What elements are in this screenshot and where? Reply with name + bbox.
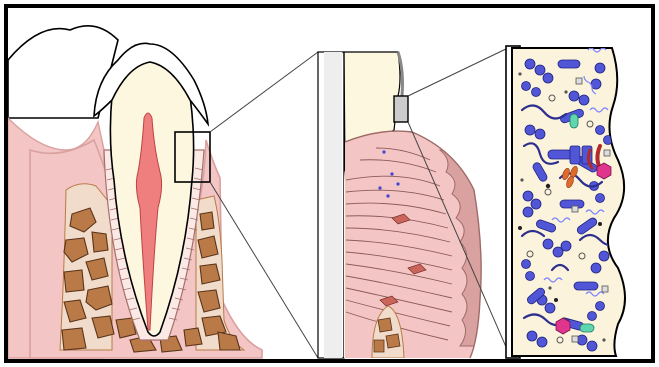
pink-hexagon-bacterium (597, 163, 611, 179)
magnify-box-2 (394, 96, 408, 122)
green-bacterium (570, 114, 578, 128)
biofilm-panel (506, 46, 625, 358)
